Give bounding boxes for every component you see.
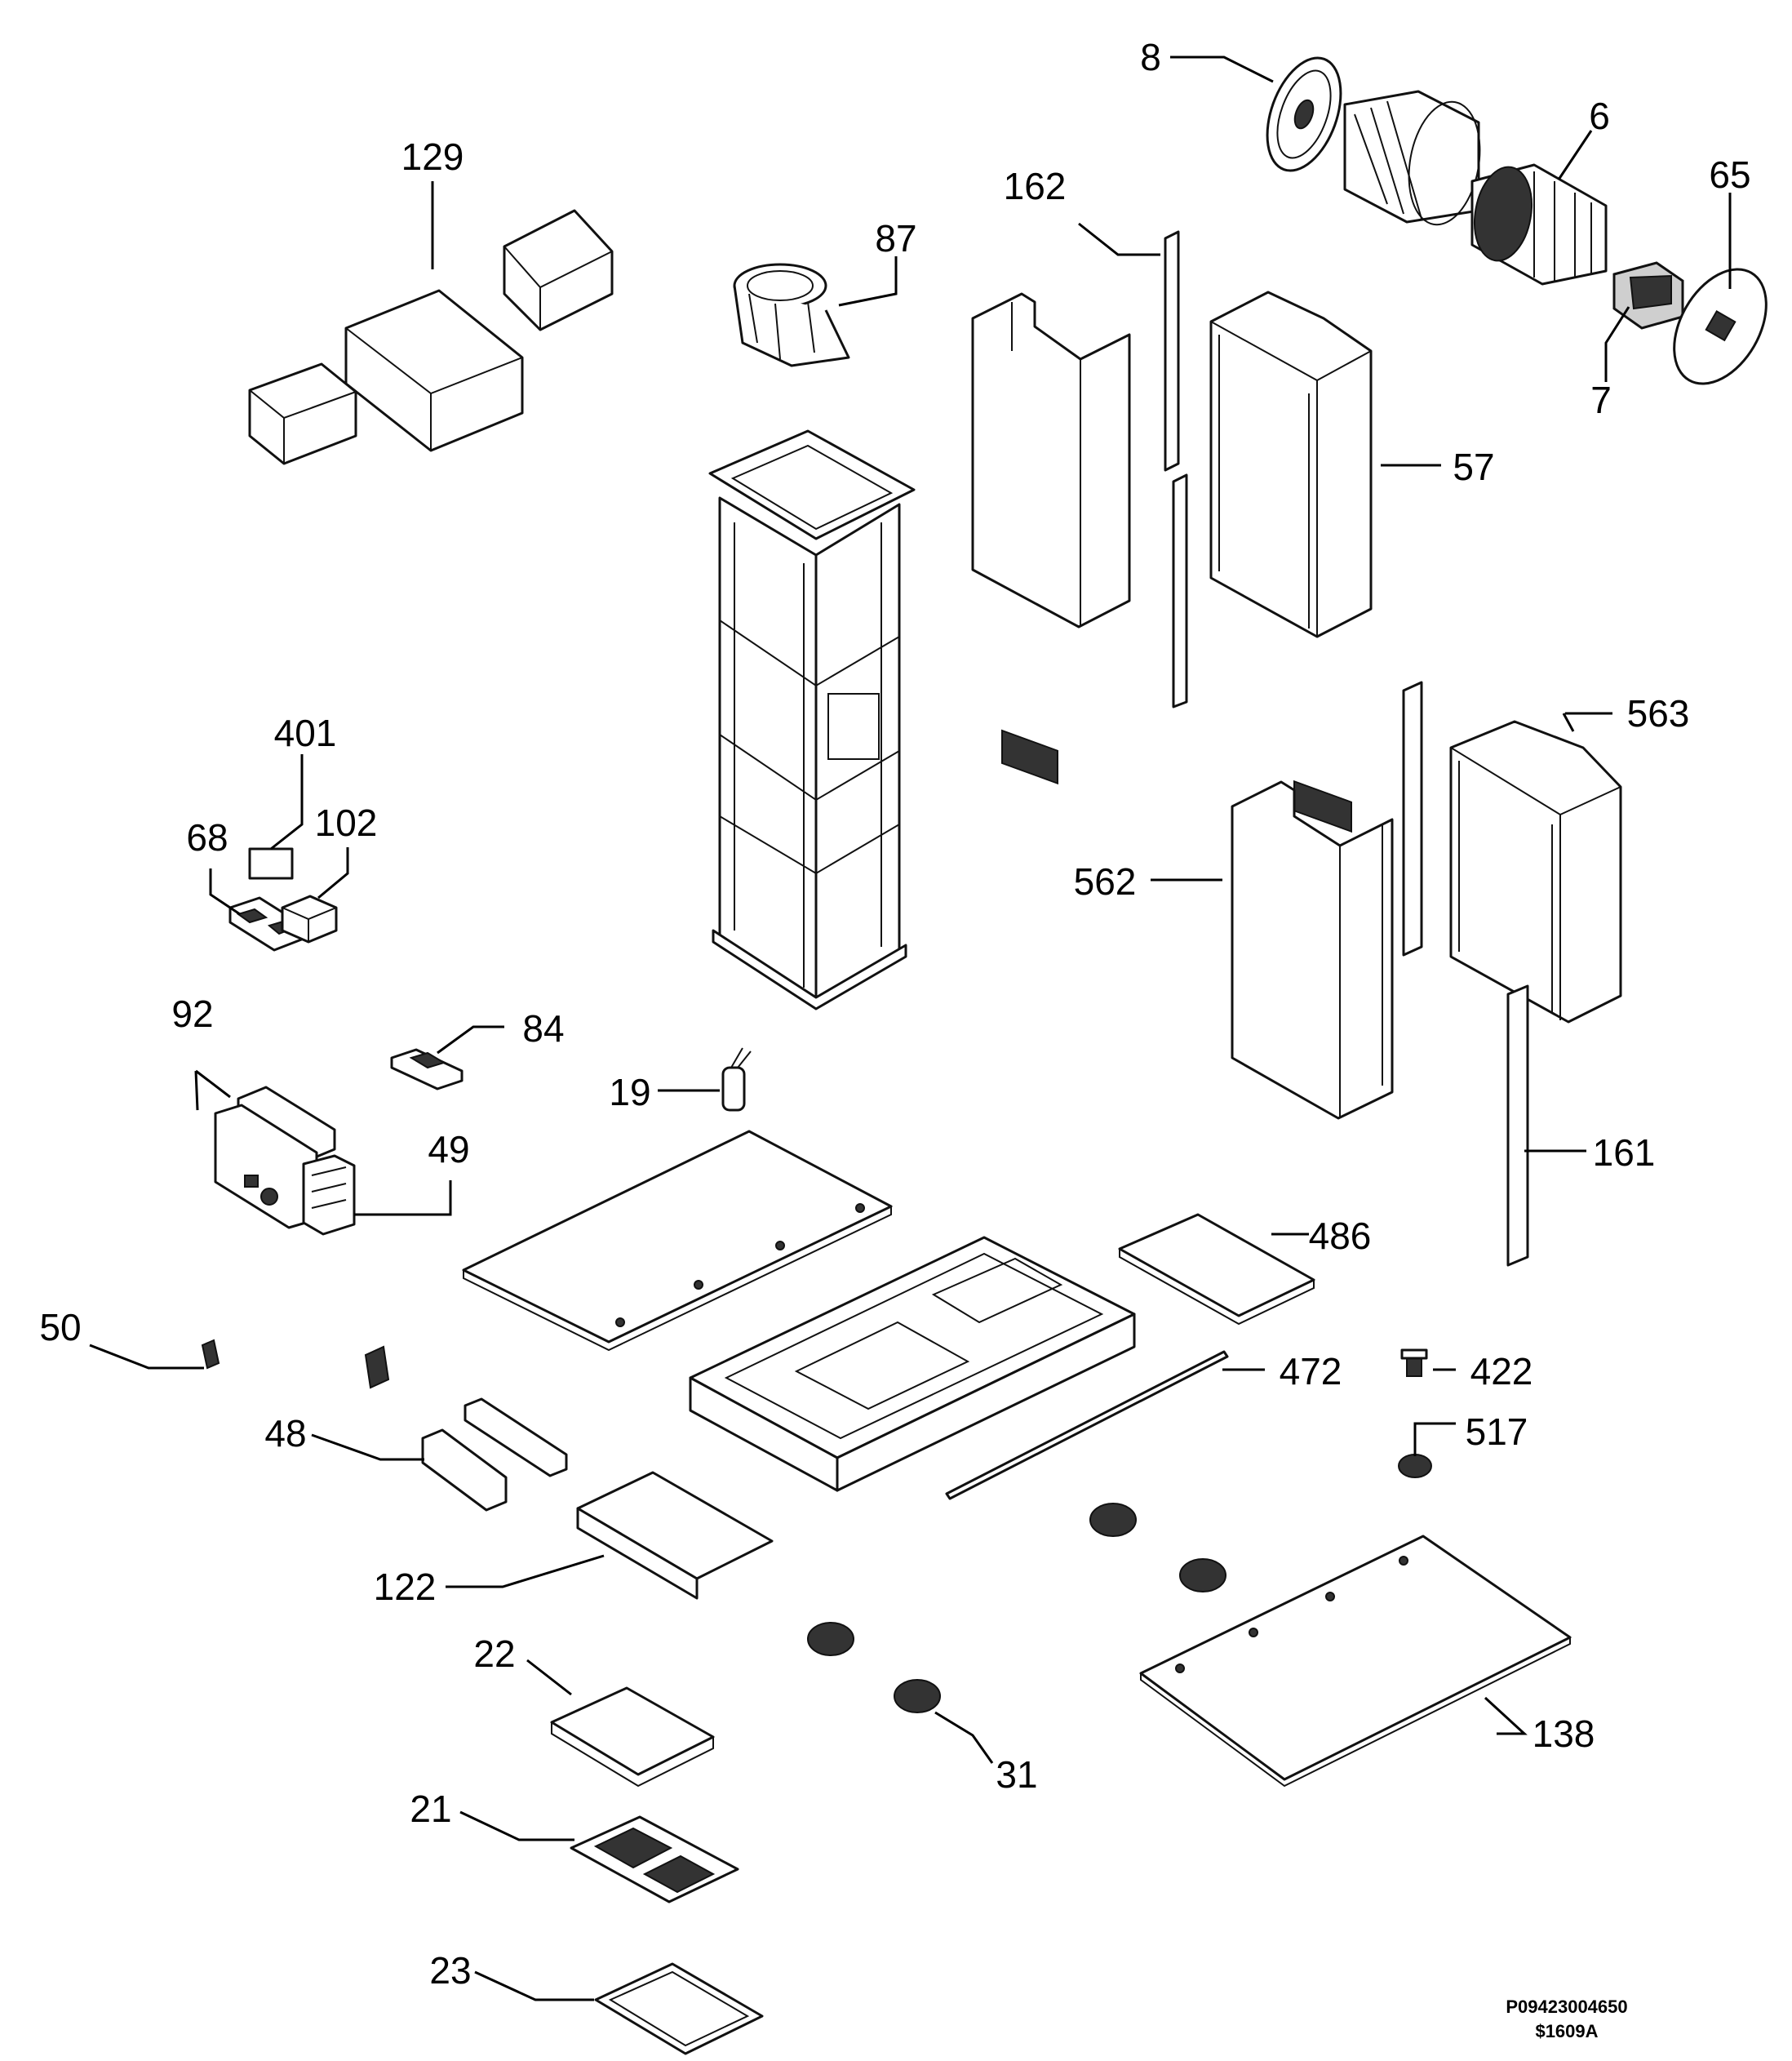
callout-7: 7: [1590, 379, 1612, 421]
part-frame-tower: [708, 429, 916, 1011]
callout-50: 50: [39, 1306, 81, 1348]
callout-122: 122: [374, 1566, 437, 1608]
part-57-upper-chimney-right: [1209, 291, 1373, 833]
callout-102: 102: [315, 802, 378, 844]
part-bracket-rail: [464, 1397, 568, 1477]
part-422-screw: [1400, 1348, 1428, 1377]
callout-19: 19: [609, 1071, 650, 1113]
part-19-capacitor: [721, 1047, 752, 1112]
callout-87: 87: [875, 217, 916, 260]
part-122-grease-tray: [576, 1471, 774, 1600]
callout-92: 92: [171, 993, 213, 1035]
callout-486: 486: [1309, 1215, 1372, 1257]
callout-68: 68: [186, 816, 228, 859]
callout-labels: 8 6 65 7 129 87 162 57 401 68 102 563 56…: [39, 36, 1750, 1992]
part-562-lower-chimney-left: [1231, 780, 1394, 1120]
part-102-transformer: [281, 895, 338, 944]
part-top-panel: [462, 1130, 893, 1352]
part-22-filter-cover: [550, 1686, 715, 1788]
part-92-control-box: [214, 1086, 336, 1229]
part-48-front-strip: [421, 1428, 508, 1512]
callout-562: 562: [1074, 860, 1137, 903]
drawing-revision: $1609A: [1535, 2021, 1598, 2041]
part-486-side-tray: [1118, 1213, 1315, 1326]
part-517-knob: [1398, 1454, 1432, 1478]
part-main-chassis: [689, 1236, 1136, 1492]
callout-162: 162: [1004, 165, 1067, 207]
callout-422: 422: [1470, 1350, 1533, 1393]
part-87-air-outlet: [733, 263, 850, 367]
part-23-filter-frame: [594, 1962, 764, 2055]
callout-57: 57: [1453, 446, 1494, 488]
part-138-bottom-panel: [1139, 1535, 1572, 1788]
callout-49: 49: [428, 1128, 469, 1170]
leader-lines: [89, 56, 1732, 2001]
part-8-fan-grille: [1266, 56, 1342, 172]
part-49-pcb: [302, 1154, 356, 1236]
part-401-label: [248, 847, 294, 880]
part-84-led-board: [390, 1048, 464, 1090]
callout-22: 22: [473, 1632, 515, 1675]
callout-48: 48: [264, 1412, 306, 1455]
callout-161: 161: [1593, 1131, 1656, 1174]
callout-21: 21: [410, 1788, 451, 1830]
callout-23: 23: [429, 1949, 471, 1992]
part-7-motor: [1612, 261, 1684, 330]
part-21-grease-filter: [570, 1815, 739, 1903]
part-563-lower-chimney-right: [1449, 720, 1622, 1024]
callout-472: 472: [1280, 1350, 1342, 1393]
callout-563: 563: [1627, 692, 1690, 735]
part-472-rod: [945, 1350, 1229, 1500]
callout-517: 517: [1466, 1410, 1528, 1453]
part-fan-housing: [1343, 90, 1481, 226]
callout-401: 401: [274, 712, 337, 754]
part-161-chimney-strip: [1506, 984, 1529, 1267]
part-65-motor-plate: [1673, 268, 1768, 385]
part-129-filter-housing: [248, 209, 614, 465]
part-50-clip: [201, 1339, 390, 1389]
callout-31: 31: [996, 1753, 1037, 1796]
part-lower-chimney-strip: [1402, 681, 1423, 957]
callout-8: 8: [1140, 36, 1161, 78]
part-162-chimney-strip: [1164, 230, 1188, 708]
part-upper-chimney-left: [971, 292, 1131, 785]
part-6-fan-wheel: [1470, 163, 1608, 286]
callout-84: 84: [522, 1007, 564, 1050]
callout-129: 129: [401, 135, 464, 178]
callout-65: 65: [1709, 153, 1750, 196]
callout-138: 138: [1533, 1712, 1595, 1755]
callout-6: 6: [1589, 95, 1610, 137]
drawing-number: P09423004650: [1506, 1997, 1627, 2017]
drawing-footer: P09423004650 $1609A: [1506, 1997, 1627, 2041]
part-31-control-knobs: [807, 1503, 1226, 1713]
